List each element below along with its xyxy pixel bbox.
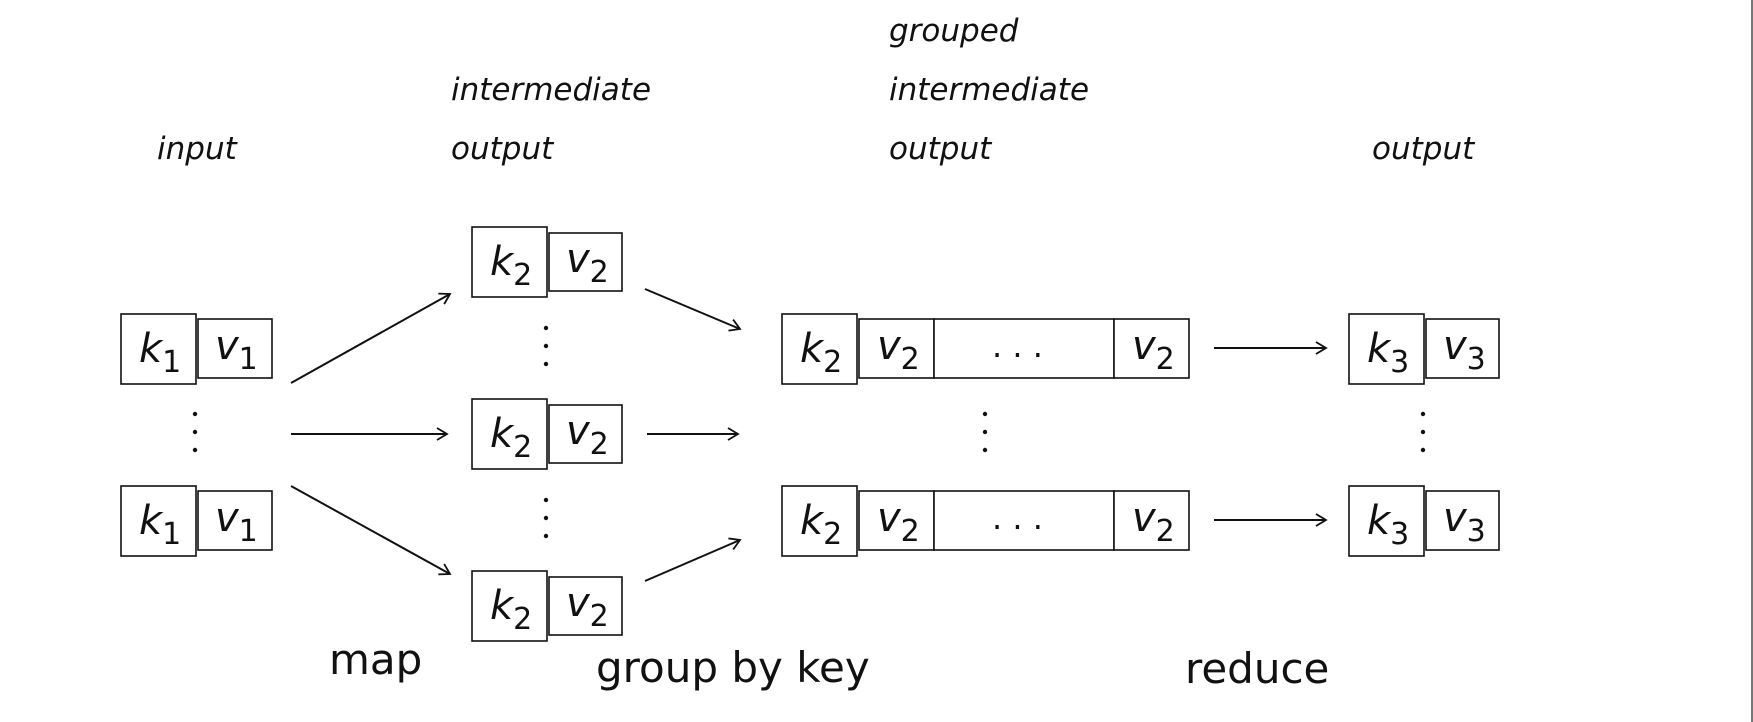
header-grouped-line2: intermediate bbox=[889, 72, 1089, 108]
stage-label-group-by-key: group by key bbox=[596, 643, 870, 692]
vertical-ellipsis bbox=[982, 411, 988, 453]
value-label: v1 bbox=[215, 323, 258, 377]
value-box bbox=[197, 318, 273, 379]
value-label: v2 bbox=[877, 323, 920, 377]
value-box bbox=[1425, 318, 1500, 379]
value-label: v3 bbox=[1443, 323, 1486, 377]
intermediate-pair-middle: k2 v2 bbox=[471, 398, 623, 470]
value-label: v2 bbox=[877, 495, 920, 549]
value-label: v1 bbox=[215, 495, 258, 549]
value-box bbox=[548, 404, 623, 464]
ellipsis-label: . . . bbox=[992, 327, 1043, 365]
group-arrow-down bbox=[644, 288, 742, 332]
stage-label-reduce: reduce bbox=[1185, 644, 1329, 693]
key-label: k3 bbox=[1367, 498, 1409, 552]
key-box bbox=[471, 226, 548, 298]
group-arrow-up bbox=[644, 537, 742, 582]
grouped-row-bottom: k2 v2 . . . v2 bbox=[781, 485, 1190, 557]
value-box bbox=[858, 490, 935, 551]
header-intermediate-line1: intermediate bbox=[451, 72, 651, 108]
key-label: k1 bbox=[139, 326, 181, 380]
key-label: k2 bbox=[490, 239, 532, 293]
value-box bbox=[548, 576, 623, 636]
header-intermediate-line2: output bbox=[451, 131, 555, 167]
value-label: v2 bbox=[566, 580, 609, 634]
key-box bbox=[120, 485, 197, 557]
intermediate-pair-bottom: k2 v2 bbox=[471, 570, 623, 642]
key-label: k1 bbox=[139, 498, 181, 552]
ellipsis-label: . . . bbox=[992, 499, 1043, 537]
key-label: k3 bbox=[1367, 326, 1409, 380]
value-label: v2 bbox=[1132, 495, 1175, 549]
map-arrow-down bbox=[290, 485, 452, 576]
page-edge-divider bbox=[1751, 0, 1753, 722]
key-box bbox=[1348, 485, 1425, 557]
value-label: v2 bbox=[1132, 323, 1175, 377]
value-box bbox=[1113, 490, 1190, 551]
key-label: k2 bbox=[800, 498, 842, 552]
value-label: v2 bbox=[566, 236, 609, 290]
value-box bbox=[548, 232, 623, 292]
header-input: input bbox=[157, 131, 239, 167]
key-box bbox=[471, 570, 548, 642]
vertical-ellipsis bbox=[1420, 411, 1426, 453]
vertical-ellipsis bbox=[543, 325, 549, 367]
ellipsis-box bbox=[933, 490, 1115, 551]
header-grouped-line1: grouped bbox=[889, 13, 1019, 49]
intermediate-pair-top: k2 v2 bbox=[471, 226, 623, 298]
stage-label-map: map bbox=[329, 635, 422, 684]
value-box bbox=[1113, 318, 1190, 379]
value-box bbox=[197, 490, 273, 551]
output-pair-bottom: k3 v3 bbox=[1348, 485, 1500, 557]
key-box bbox=[781, 485, 858, 557]
key-label: k2 bbox=[490, 411, 532, 465]
key-box bbox=[1348, 313, 1425, 385]
vertical-ellipsis bbox=[192, 411, 198, 453]
key-label: k2 bbox=[800, 326, 842, 380]
input-pair-top: k1 v1 bbox=[120, 313, 273, 385]
value-label: v3 bbox=[1443, 495, 1486, 549]
key-box bbox=[781, 313, 858, 385]
key-box bbox=[471, 398, 548, 470]
value-box bbox=[1425, 490, 1500, 551]
input-pair-bottom: k1 v1 bbox=[120, 485, 273, 557]
header-grouped-line3: output bbox=[889, 131, 993, 167]
map-arrow-up bbox=[290, 292, 452, 384]
key-box bbox=[120, 313, 197, 385]
vertical-ellipsis bbox=[543, 497, 549, 539]
key-label: k2 bbox=[490, 583, 532, 637]
header-output: output bbox=[1372, 131, 1476, 167]
grouped-row-top: k2 v2 . . . v2 bbox=[781, 313, 1190, 385]
output-pair-top: k3 v3 bbox=[1348, 313, 1500, 385]
value-label: v2 bbox=[566, 408, 609, 462]
